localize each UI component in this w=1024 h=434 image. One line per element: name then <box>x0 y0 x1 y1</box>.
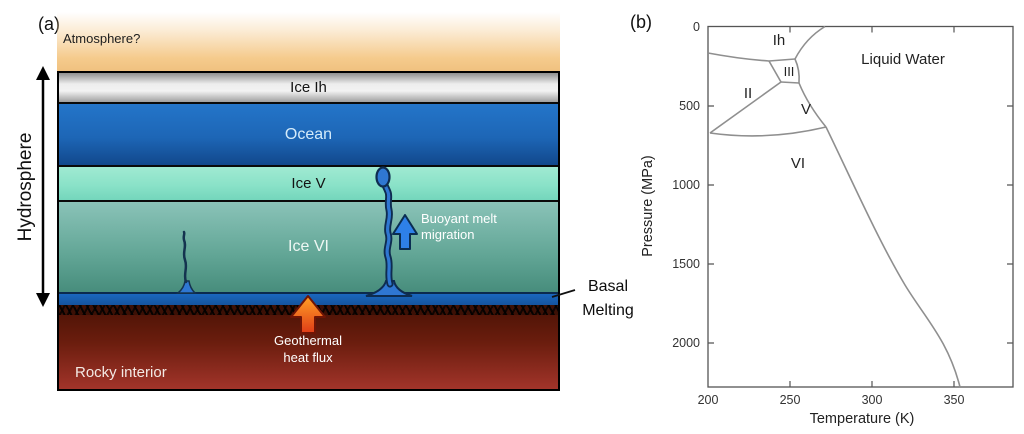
axis-ticks <box>708 26 1013 387</box>
region-label-iii: III <box>784 64 795 79</box>
boundary-ii-v <box>709 81 782 134</box>
bracket-arrowhead-up-icon <box>36 66 50 80</box>
rocky-interior-label: Rocky interior <box>75 364 167 381</box>
rock-ice-hatch-texture <box>59 305 558 315</box>
panel-b-tag: (b) <box>630 12 652 32</box>
boundary-iii-v <box>780 81 800 84</box>
hydrosphere-bracket-arrow <box>36 66 50 307</box>
region-label-ii: II <box>744 85 752 102</box>
basal-melting-line1: Basal <box>587 278 629 295</box>
y-tick-0: 0 <box>693 20 700 34</box>
buoyant-melt-line1: Buoyant melt <box>421 211 497 226</box>
region-labels: Ih II III V VI Liquid Water <box>744 32 945 172</box>
boundary-v-liquid <box>798 82 827 128</box>
boundary-v-vi <box>709 126 827 137</box>
y-tick-1000: 1000 <box>672 178 700 192</box>
boundary-vi-liquid <box>825 126 961 388</box>
y-tick-1500: 1500 <box>672 257 700 271</box>
layer-label-ice-vi: Ice VI <box>288 238 329 255</box>
region-label-vi: VI <box>791 155 805 172</box>
layer-basal-melt <box>59 292 558 305</box>
buoyant-melt-line2: migration <box>421 227 475 242</box>
x-tick-250: 250 <box>780 393 801 407</box>
panel-a-tag: (a) <box>38 14 60 34</box>
y-tick-2000: 2000 <box>672 336 700 350</box>
plot-box <box>707 25 1014 388</box>
buoyant-melt-label: Buoyant melt migration <box>421 211 497 243</box>
region-label-liquid-water: Liquid Water <box>861 51 945 68</box>
y-tick-500: 500 <box>679 99 700 113</box>
x-tick-350: 350 <box>944 393 965 407</box>
boundary-iii-liquid <box>794 58 800 84</box>
layer-ice-vi: Ice VI <box>59 200 558 292</box>
phase-boundaries <box>707 25 961 388</box>
layer-label-ice-v: Ice V <box>291 175 326 192</box>
atmosphere-label: Atmosphere? <box>63 31 141 46</box>
x-axis-label: Temperature (K) <box>810 411 915 427</box>
bracket-arrowhead-down-icon <box>36 293 50 307</box>
layer-label-ocean: Ocean <box>284 125 333 143</box>
layer-ice-ih: Ice Ih <box>59 73 558 102</box>
y-tick-labels: 0 500 1000 1500 2000 <box>672 20 700 350</box>
boundary-ii-iii <box>768 60 782 83</box>
atmosphere-gradient <box>57 12 560 71</box>
boundary-ih-liquid <box>794 25 826 60</box>
basal-melting-line2: Melting <box>582 302 634 319</box>
geothermal-line1: Geothermal <box>274 333 342 348</box>
boundary-ih-iii <box>768 58 796 62</box>
hydrosphere-label: Hydrosphere <box>15 132 36 242</box>
geothermal-line2: heat flux <box>283 350 333 365</box>
boundary-ih-ii <box>707 52 770 62</box>
x-tick-200: 200 <box>698 393 719 407</box>
basal-melting-label: Basal Melting <box>570 275 646 323</box>
x-tick-300: 300 <box>862 393 883 407</box>
geothermal-heat-flux-label: Geothermal heat flux <box>248 332 368 366</box>
x-tick-labels: 200 250 300 350 <box>698 393 965 407</box>
layer-ocean: Ocean <box>59 102 558 165</box>
layer-ice-v: Ice V <box>59 165 558 200</box>
region-label-ih: Ih <box>773 32 786 49</box>
layer-label-ice-ih: Ice Ih <box>290 79 327 96</box>
y-axis-label: Pressure (MPa) <box>640 155 656 257</box>
phase-diagram: Ih II III V VI Liquid Water 0 500 1000 1… <box>640 20 1014 427</box>
region-label-v: V <box>801 101 811 118</box>
